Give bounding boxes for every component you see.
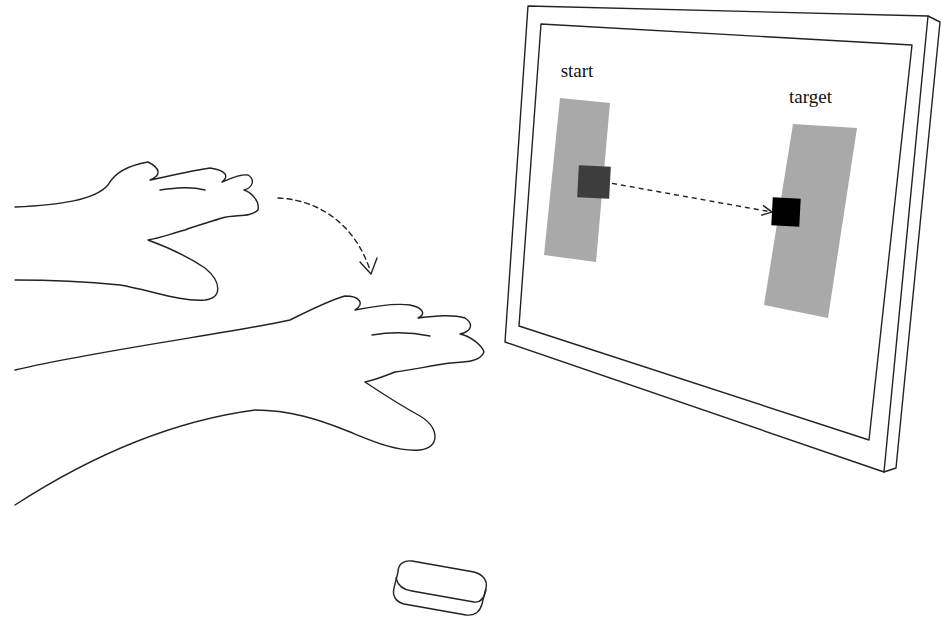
region-shape [762, 122, 859, 320]
hand-start-finger [160, 188, 205, 190]
target-region: start [542, 96, 612, 264]
hand-target [15, 296, 484, 505]
hand-start [15, 162, 258, 300]
movement-arrow [612, 183, 772, 212]
monitor-frame [505, 6, 928, 472]
target-region: target [762, 122, 859, 320]
region-shape [542, 96, 612, 264]
monitor-screen [519, 24, 912, 440]
sensor-device [393, 561, 486, 615]
monitor-side [884, 16, 940, 472]
sensor-device-edge [396, 578, 486, 602]
motion-arrow-head [360, 258, 377, 274]
hand-target-finger [372, 333, 430, 336]
region-label: target [789, 86, 832, 108]
region-label: start [561, 60, 594, 82]
motion-arrow [278, 198, 370, 270]
